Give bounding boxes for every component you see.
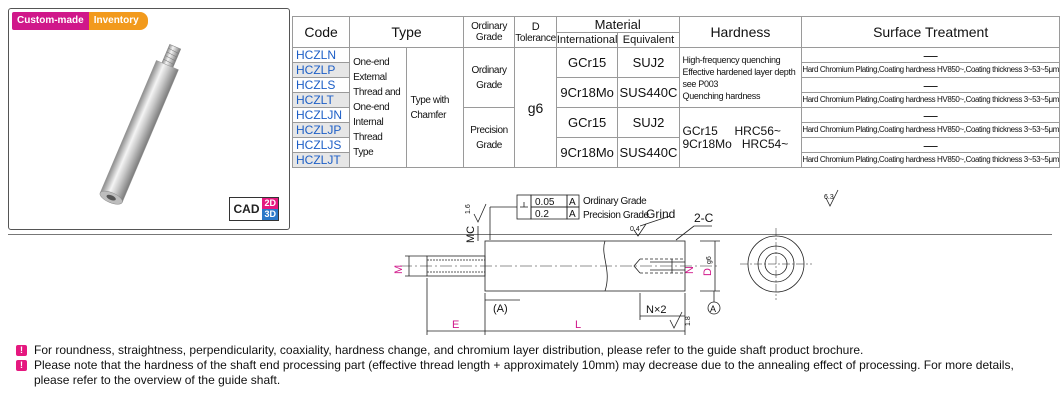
a-circle-label: A	[710, 304, 716, 314]
material-equiv-3: SUJ2	[617, 107, 680, 138]
tolerance-label: Tolerance	[515, 32, 556, 44]
tol-value-2: 0.2	[535, 209, 549, 220]
roughness-0-4: 0.4	[630, 226, 640, 233]
precision-grade-label: Precision Grade	[583, 210, 650, 221]
hardness-val-2: HRC54~	[741, 136, 789, 151]
chamfer-label: 2-C	[694, 211, 714, 225]
d-label: D	[531, 20, 540, 33]
col-header-grade: Ordinary Grade	[462, 16, 516, 48]
d-label-drawing: D	[702, 268, 714, 276]
material-intl-2: 9Cr18Mo	[555, 77, 619, 108]
tol-value-1: 0.05	[535, 197, 555, 208]
material-equiv-1: SUJ2	[617, 47, 680, 78]
hardness-val-1: HRC56~	[734, 123, 781, 138]
material-intl-3: GCr15	[555, 107, 619, 138]
material-intl-4: 9Cr18Mo	[555, 137, 619, 168]
hardness-description: High-frequency quenching Effective harde…	[678, 47, 803, 108]
cad-3d-label: 3D	[262, 209, 278, 220]
note-1: ! For roundness, straightness, perpendic…	[16, 343, 1034, 358]
warning-icon: !	[16, 360, 27, 371]
material-equiv-2: SUS440C	[617, 77, 680, 108]
spec-table: Code Type Ordinary Grade D Tolerance Mat…	[291, 16, 1060, 168]
hardness-values: GCr15 HRC56~ 9Cr18Mo HRC54~	[678, 107, 803, 168]
cad-2d-label: 2D	[262, 198, 278, 209]
roughness-1-8: 1.8	[685, 316, 692, 326]
tol-datum-2: A	[569, 209, 576, 220]
tol-frame-datum-2	[566, 206, 580, 220]
cad-label: CAD	[233, 202, 260, 216]
col-header-surface: Surface Treatment	[801, 16, 1060, 48]
divider-line	[8, 234, 1052, 235]
hardness-line-3: Quenching hardness	[682, 90, 761, 101]
col-header-type: Type	[349, 16, 464, 48]
col-header-d-tolerance: D Tolerance	[514, 16, 557, 48]
ordinary-grade-label: Ordinary Grade	[583, 196, 647, 207]
hardness-mat-1: GCr15	[682, 123, 718, 138]
warning-icon: !	[16, 345, 27, 356]
notes: ! For roundness, straightness, perpendic…	[16, 343, 1034, 388]
col-header-hardness: Hardness	[678, 16, 803, 48]
technical-drawing: 0.05 0.2 A A Ordinary Grade Precision Gr…	[393, 189, 839, 335]
note-2: ! Please note that the hardness of the s…	[16, 358, 1034, 388]
tol-datum-1: A	[569, 197, 576, 208]
shaft-product-image	[99, 44, 182, 205]
roughness-6-3: 6.3	[824, 194, 834, 201]
m-label: M	[393, 265, 405, 274]
badge-row: Custom-made Inventory	[12, 12, 148, 30]
a-paren-label: (A)	[493, 303, 508, 315]
code-hczln[interactable]: HCZLN	[291, 47, 351, 63]
code-hczljt[interactable]: HCZLJT	[291, 152, 351, 168]
mc-label: MC	[465, 226, 477, 243]
n-label: N	[684, 266, 696, 274]
nx2-label: N×2	[646, 304, 667, 316]
grind-label: Grind	[646, 207, 675, 221]
code-hczls[interactable]: HCZLS	[291, 77, 351, 93]
type-main: One-end External Thread and One-end Inte…	[349, 47, 408, 168]
code-hczlt[interactable]: HCZLT	[291, 92, 351, 108]
type-sub: Type with Chamfer	[406, 47, 464, 168]
hardness-row-1: GCr15 HRC56~	[682, 123, 802, 138]
cad-dims: 2D 3D	[262, 198, 278, 220]
hardness-mat-2: 9Cr18Mo	[682, 136, 732, 151]
col-header-material: Material	[555, 16, 680, 33]
hardness-line-2: Effective hardened layer depth see P003	[682, 66, 796, 89]
cad-badge[interactable]: CAD 2D 3D	[229, 197, 279, 221]
custom-made-badge: Custom-made	[12, 12, 89, 30]
g6-drawing-label: g6	[706, 256, 713, 264]
l-label: L	[575, 319, 581, 331]
note-1-text: For roundness, straightness, perpendicul…	[34, 343, 864, 357]
hardness-row-2: 9Cr18Mo HRC54~	[682, 136, 802, 151]
material-equiv-4: SUS440C	[617, 137, 680, 168]
grade-ordinary: Ordinary Grade	[462, 47, 516, 108]
col-header-equivalent: Equivalent	[617, 32, 680, 48]
note-2-text: Please note that the hardness of the sha…	[34, 358, 1014, 387]
material-intl-1: GCr15	[555, 47, 619, 78]
grade-precision: Precision Grade	[462, 107, 516, 168]
surface-text-4: Hard Chromium Plating,Coating hardness H…	[801, 152, 1060, 168]
col-header-code: Code	[291, 16, 351, 48]
inventory-badge: Inventory	[88, 12, 148, 30]
e-label: E	[452, 319, 459, 331]
roughness-1-6: 1.6	[465, 204, 472, 214]
code-hczljp[interactable]: HCZLJP	[291, 122, 351, 138]
product-panel: Custom-made Inventory CAD 2D 3D	[8, 8, 290, 230]
hardness-line-1: High-frequency quenching	[682, 54, 781, 65]
